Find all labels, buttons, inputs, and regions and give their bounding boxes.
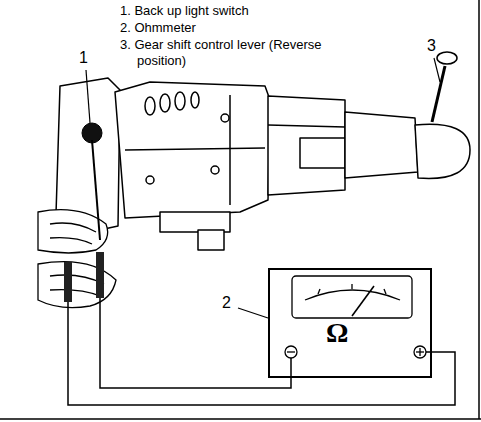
case-rib — [191, 92, 199, 108]
probe — [92, 140, 100, 240]
leaders — [86, 58, 440, 318]
probe-body — [64, 262, 72, 302]
leader-line — [238, 308, 268, 318]
meter-needle — [352, 286, 374, 316]
probe-body — [96, 252, 104, 298]
bolt — [146, 176, 154, 184]
leader-line — [86, 70, 90, 123]
meter-dial — [292, 276, 412, 318]
minus-terminal — [285, 346, 297, 358]
case-seam — [125, 148, 265, 150]
frame-line — [0, 418, 481, 420]
leader-line — [434, 58, 440, 82]
scale-tick — [351, 284, 352, 289]
meter-scale — [305, 290, 400, 300]
finger-line — [50, 275, 104, 284]
bolt — [211, 166, 219, 174]
scale-tick — [384, 289, 386, 294]
case-seam — [268, 125, 345, 127]
finger-line — [50, 290, 100, 296]
drain-boss — [198, 230, 224, 250]
transmission — [56, 52, 470, 250]
extension-case — [268, 96, 345, 195]
legend-text: 2. Ohmmeter — [120, 20, 420, 36]
scale-tick — [318, 289, 320, 294]
case-rib — [175, 92, 185, 110]
lever-knob — [437, 52, 457, 64]
case-bottom — [160, 212, 230, 232]
extension-boss — [300, 138, 345, 168]
case-rib — [145, 97, 155, 115]
plus-sign — [419, 348, 420, 356]
case-seam — [229, 95, 231, 205]
tail-housing — [345, 112, 418, 178]
test-lead — [100, 298, 291, 388]
case-rib — [160, 94, 170, 112]
finger-line — [50, 238, 92, 244]
minus-sign — [287, 351, 295, 352]
frame-line — [478, 0, 480, 419]
hand — [38, 262, 116, 308]
callout-number: 3 — [427, 38, 447, 54]
ohmmeter-box: Ω — [268, 268, 432, 378]
ohm-symbol: Ω — [326, 318, 348, 348]
callout-number: 2 — [222, 295, 242, 311]
legend-text: 1. Back up light switch — [120, 3, 420, 19]
legend-text: 3. Gear shift control lever (Reverse pos… — [120, 37, 327, 69]
main-case — [115, 82, 270, 218]
hands — [38, 210, 116, 308]
meter-face — [285, 276, 426, 358]
bolt — [221, 114, 229, 122]
rear-housing — [415, 124, 470, 178]
plus-terminal — [414, 346, 426, 358]
finger-line — [50, 223, 96, 232]
callout-number: 1 — [79, 50, 99, 66]
